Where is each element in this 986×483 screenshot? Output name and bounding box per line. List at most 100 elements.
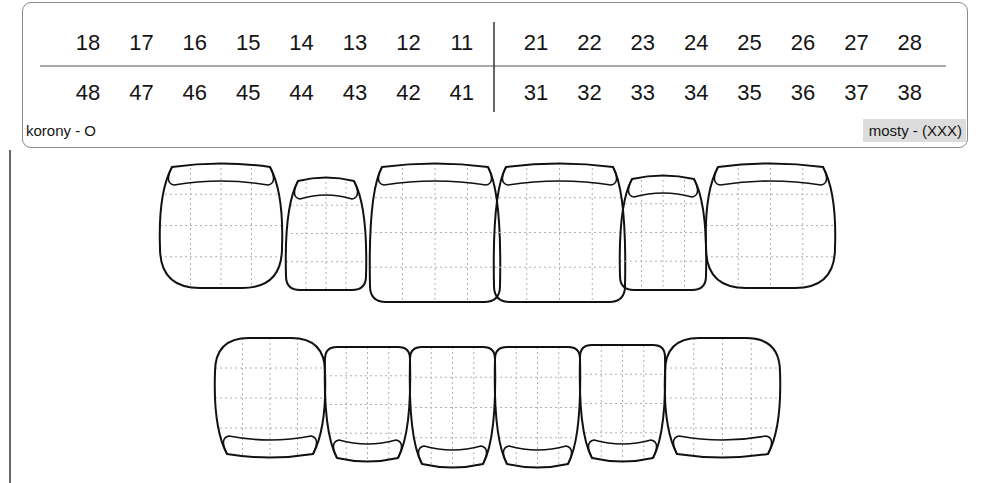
grid-line <box>325 433 410 434</box>
tooth-contour <box>160 164 283 289</box>
tooth-number: 13 <box>343 30 367 55</box>
tooth-neck <box>503 446 571 464</box>
tooth-outline <box>665 338 781 458</box>
tooth-number: 46 <box>183 80 207 105</box>
tooth-number: 38 <box>898 80 922 105</box>
grid-line <box>494 267 625 268</box>
tooth-number: 33 <box>631 80 655 105</box>
tooth-contour <box>665 338 781 458</box>
tooth-contour <box>215 338 326 458</box>
grid-line <box>402 163 403 302</box>
grid-line <box>706 256 835 257</box>
tooth-outline <box>580 345 666 462</box>
tooth-chart-panel: 1817161514131211212223242526272848474645… <box>22 2 968 148</box>
row-divider <box>40 65 946 66</box>
tooth-contour <box>370 164 501 303</box>
grid-line <box>706 225 835 226</box>
tooth-number: 45 <box>236 80 260 105</box>
grid-line <box>410 407 495 408</box>
tooth-outline <box>215 338 326 458</box>
tooth-neck <box>418 446 486 464</box>
tooth-number: 22 <box>577 30 601 55</box>
tooth-outline <box>370 163 501 302</box>
grid-line <box>751 338 752 458</box>
tooth-number: 36 <box>791 80 815 105</box>
grid-line <box>325 404 410 405</box>
grid-line <box>215 428 325 429</box>
grid-line <box>251 163 252 288</box>
grid-line <box>684 175 685 290</box>
grid-line <box>286 205 366 206</box>
tooth-outline <box>160 163 283 288</box>
grid-line <box>160 256 282 257</box>
tooth-number: 43 <box>343 80 367 105</box>
tooth-number: 12 <box>396 30 420 55</box>
crown-legend: korony - O <box>26 122 96 139</box>
tooth-neck <box>294 181 357 199</box>
tooth-number: 31 <box>524 80 548 105</box>
grid-line <box>643 345 644 462</box>
grid-line <box>370 232 500 233</box>
frame-line <box>9 150 11 483</box>
grid-line <box>526 163 527 302</box>
tooth-outline <box>286 177 367 290</box>
tooth-neck <box>714 167 826 185</box>
tooth-number: 32 <box>577 80 601 105</box>
tooth-number: 15 <box>236 30 260 55</box>
tooth-number: 34 <box>684 80 708 105</box>
tooth-neck <box>168 167 273 185</box>
tooth-number: 16 <box>183 30 207 55</box>
tooth-contour <box>325 347 411 462</box>
tooth-number: 42 <box>396 80 420 105</box>
tooth-number: 26 <box>791 30 815 55</box>
tooth-number: 48 <box>76 80 100 105</box>
grid-line <box>665 398 780 399</box>
grid-line <box>388 347 389 462</box>
tooth-number: 21 <box>524 30 548 55</box>
grid-line <box>802 163 803 288</box>
tooth-outline <box>620 175 707 290</box>
grid-line <box>580 374 665 375</box>
grid-line <box>410 437 495 438</box>
grid-line <box>580 403 665 404</box>
grid-line <box>665 428 780 429</box>
tooth-outline <box>495 347 581 468</box>
tooth-neck <box>502 167 616 185</box>
midline-divider <box>493 22 495 112</box>
tooth-neck <box>628 179 697 197</box>
grid-line <box>215 398 325 399</box>
tooth-contour <box>580 345 666 462</box>
tooth-number: 11 <box>450 30 473 55</box>
tooth-neck <box>673 436 771 454</box>
grid-line <box>580 432 665 433</box>
tooth-neck <box>333 440 401 458</box>
tooth-number: 23 <box>631 30 655 55</box>
grid-line <box>495 407 580 408</box>
grid-line <box>286 261 366 262</box>
grid-line <box>286 233 366 234</box>
grid-line <box>620 261 706 262</box>
tooth-number: 27 <box>844 30 868 55</box>
tooth-outline <box>494 163 626 302</box>
tooth-number: 18 <box>76 30 100 55</box>
tooth-outline <box>410 347 496 468</box>
tooth-neck <box>588 440 656 458</box>
grid-line <box>620 203 706 204</box>
grid-line <box>370 267 500 268</box>
grid-line <box>473 347 474 468</box>
tooth-number: 17 <box>129 30 153 55</box>
tooth-contour <box>410 347 496 468</box>
tooth-contour <box>620 176 707 291</box>
tooth-contour <box>286 178 367 291</box>
tooth-number: 14 <box>289 30 313 55</box>
grid-line <box>467 163 468 302</box>
grid-line <box>494 232 625 233</box>
tooth-contour <box>495 347 581 468</box>
grid-line <box>620 232 706 233</box>
tooth-number: 47 <box>129 80 153 105</box>
grid-line <box>558 347 559 468</box>
tooth-number: 41 <box>450 80 474 105</box>
tooth-neck <box>378 167 491 185</box>
